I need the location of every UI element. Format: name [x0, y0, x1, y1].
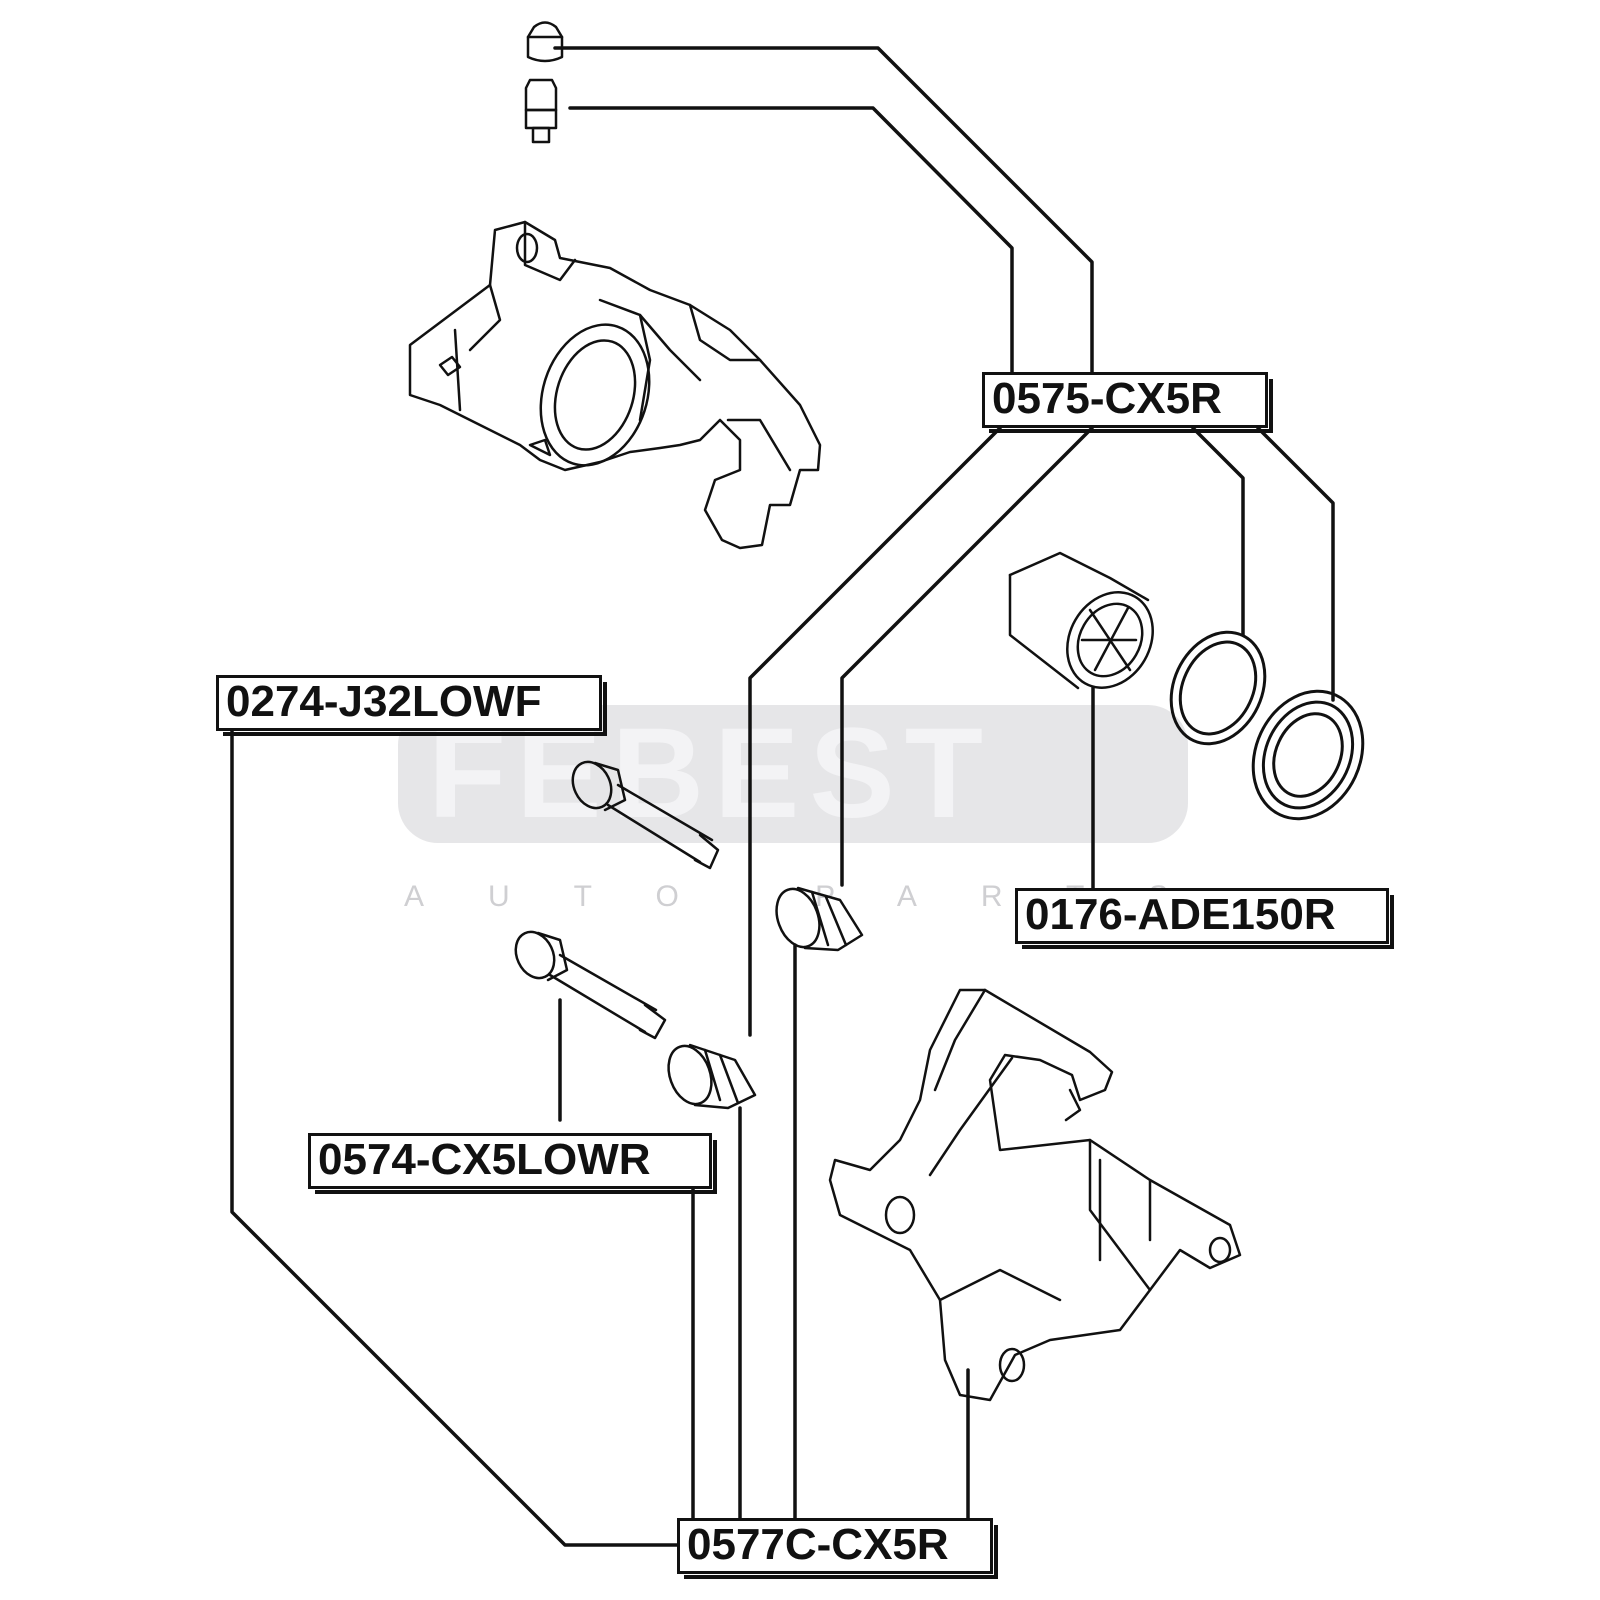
- label-piston: 0176-ADE150R: [1015, 888, 1394, 949]
- pin-boot-upper: [775, 886, 864, 952]
- leader-lines: [230, 46, 1335, 1547]
- caliper-body: [408, 220, 822, 550]
- bleed-cap: [526, 21, 564, 63]
- dust-boot: [1251, 689, 1365, 821]
- leader-bleed-cap: [553, 46, 1094, 390]
- piston-seal: [1169, 630, 1267, 746]
- label-front-lower-pin: 0274-J32LOWF: [216, 675, 607, 736]
- label-caliper-repair-kit: 0575-CX5R: [982, 372, 1273, 433]
- leader-pin-boot-2: [840, 426, 1094, 887]
- bleed-screw: [524, 78, 558, 144]
- label-rear-lower-pin: 0574-CX5LOWR: [308, 1133, 717, 1194]
- leader-piston-seal: [1191, 426, 1245, 637]
- label-slide-pin-kit: 0577C-CX5R: [677, 1518, 998, 1579]
- piston: [1008, 551, 1154, 690]
- rear-guide-pin: [514, 930, 667, 1040]
- caliper-bracket: [828, 988, 1242, 1402]
- leader-pin-boot-1: [748, 426, 1002, 1037]
- leader-bleed-screw: [568, 106, 1014, 390]
- pin-boot-lower: [667, 1043, 757, 1110]
- front-guide-pin: [571, 760, 720, 870]
- leader-front-pin: [230, 716, 680, 1547]
- leader-dust-boot: [1256, 426, 1335, 702]
